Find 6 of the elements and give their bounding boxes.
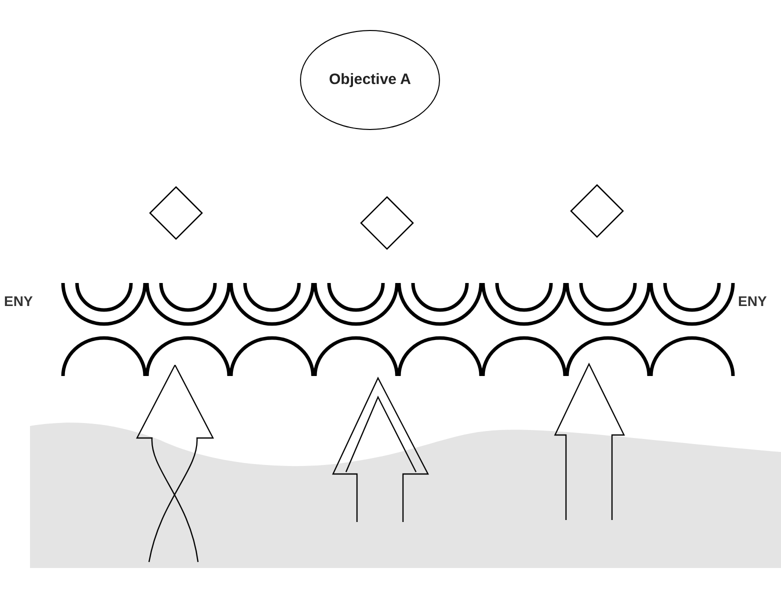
node-label: Objective A: [329, 70, 411, 90]
side-label: ENY: [4, 292, 33, 311]
diamond-shape: [360, 196, 414, 250]
diamond-shape: [149, 186, 203, 240]
side-label: ENY: [738, 292, 767, 311]
diamond-shape: [570, 184, 624, 238]
